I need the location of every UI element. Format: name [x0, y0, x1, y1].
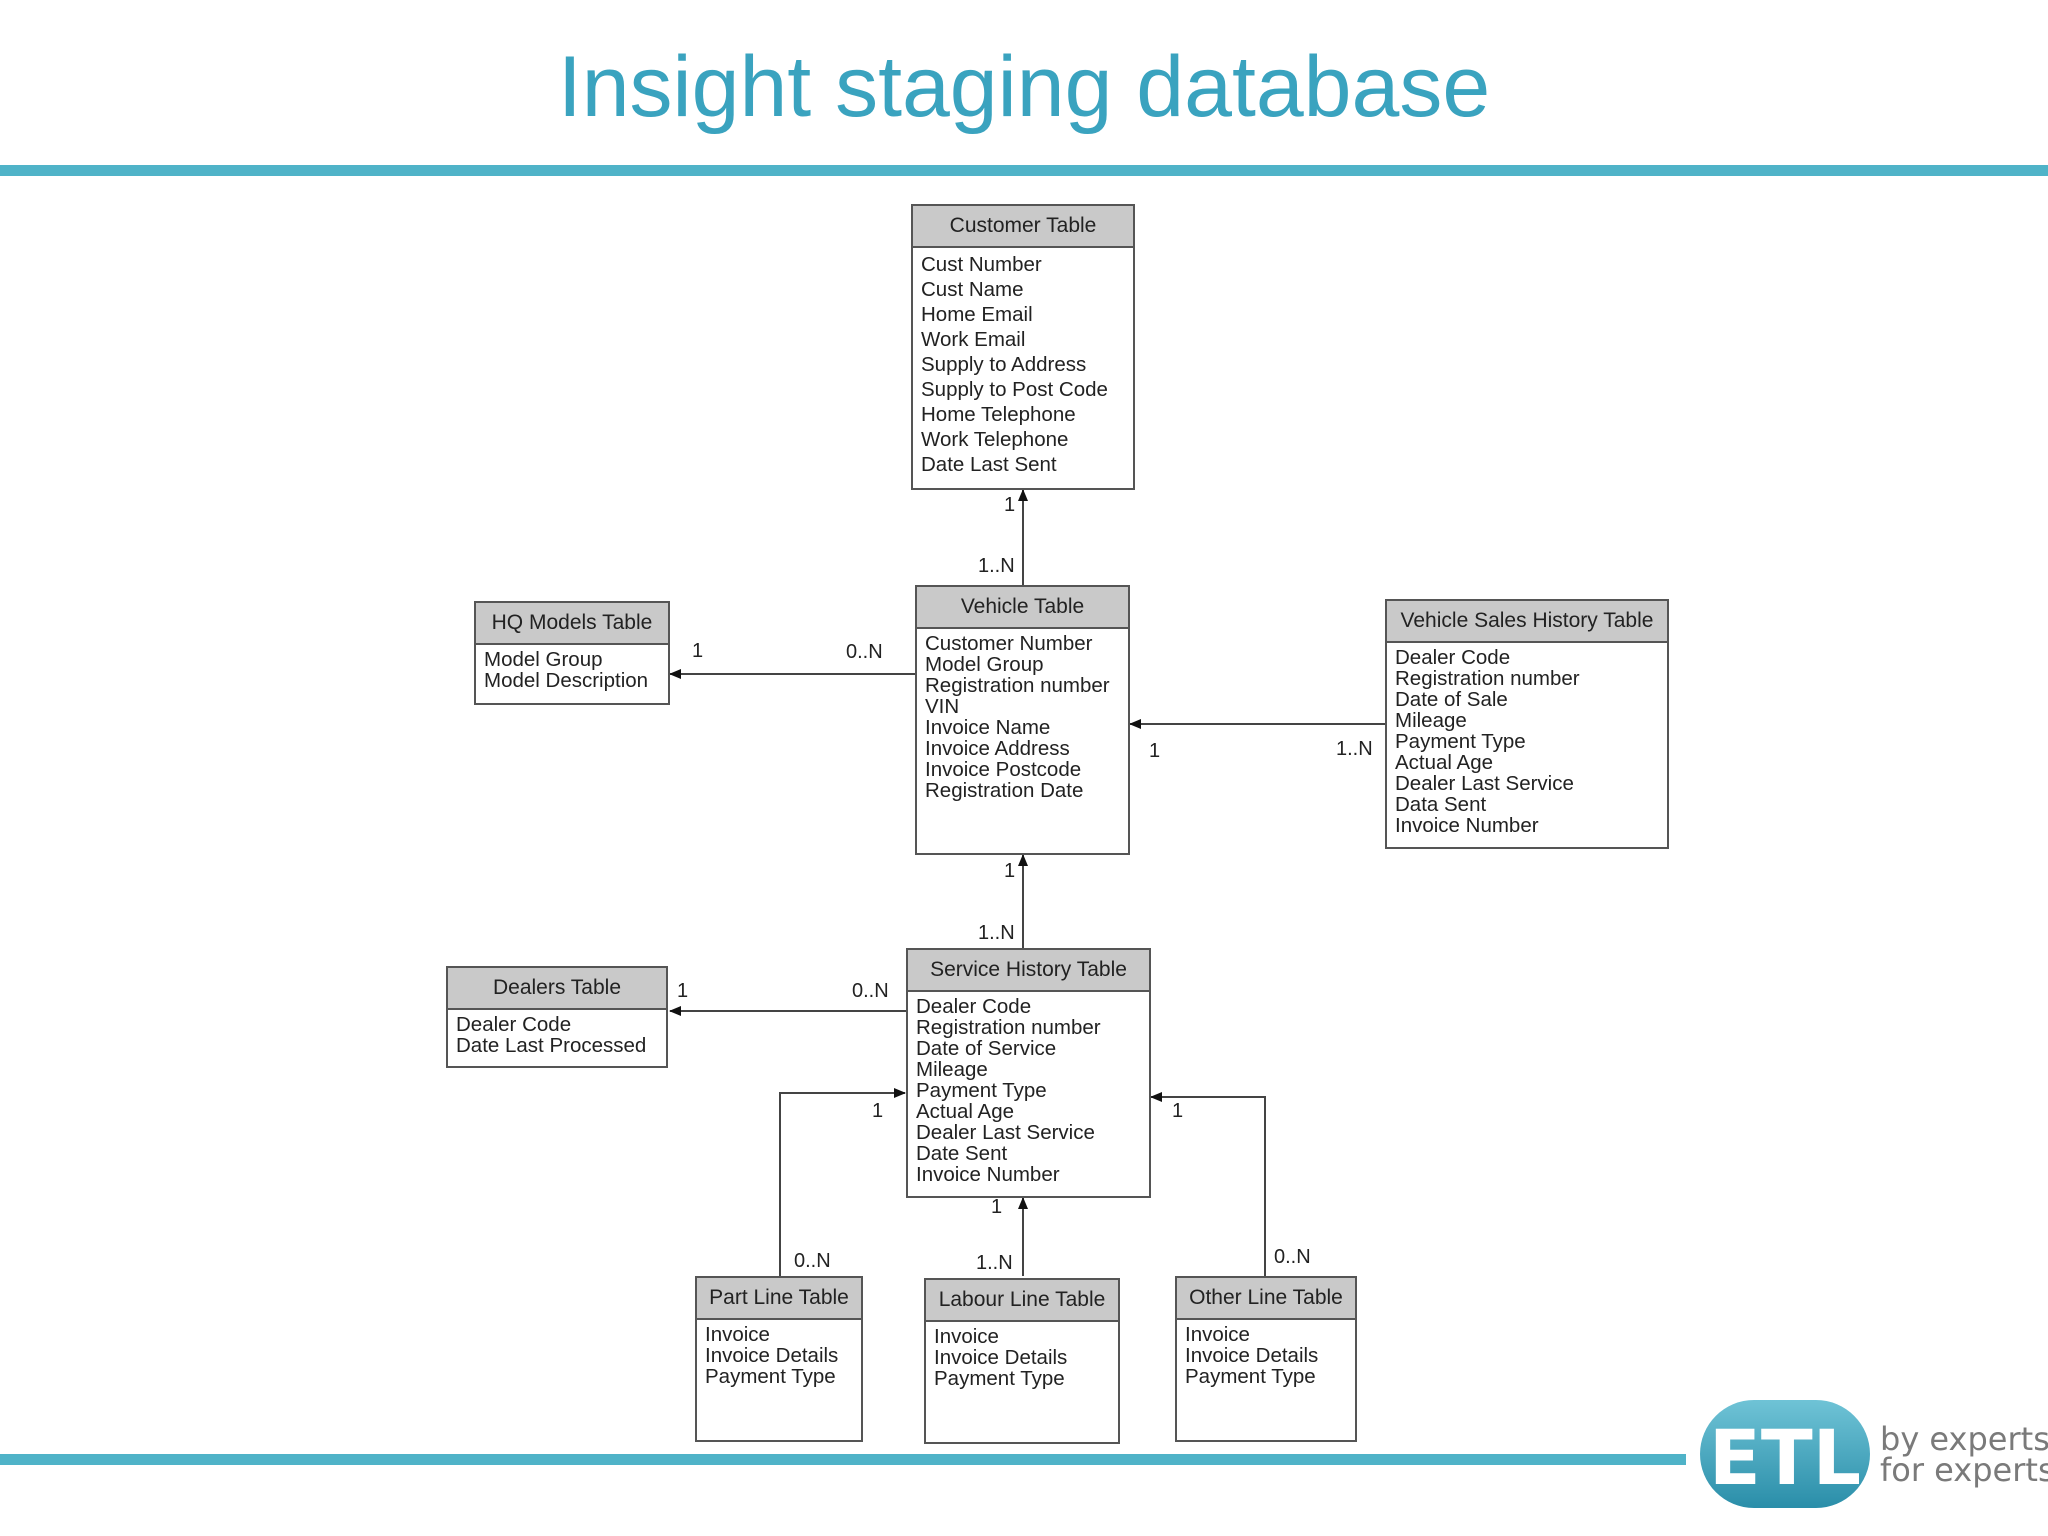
part-line-field: Invoice [705, 1323, 770, 1346]
labour-line-field: Invoice Details [934, 1346, 1068, 1369]
page-title: Insight staging database [557, 39, 1491, 135]
vehicle-field: VIN [925, 695, 960, 718]
vehicle-field: Registration number [925, 674, 1110, 697]
other-line-table: Other Line Table Invoice Invoice Details… [1175, 1276, 1357, 1442]
vehicle-sales-field: Date of Sale [1395, 688, 1508, 711]
connector-part-service [779, 1088, 906, 1276]
hq-models-table: HQ Models Table Model Group Model Descri… [474, 601, 670, 705]
part-line-field: Payment Type [705, 1365, 836, 1388]
service-history-field: Actual Age [916, 1100, 1015, 1123]
vehicle-sales-field: Data Sent [1395, 793, 1487, 816]
service-history-field: Dealer Code [916, 995, 1032, 1018]
vehicle-sales-field: Mileage [1395, 709, 1467, 732]
customer-table-header: Customer Table [913, 206, 1133, 248]
service-history-field: Date Sent [916, 1142, 1008, 1165]
customer-field: Supply to Post Code [921, 378, 1108, 401]
other-line-field: Payment Type [1185, 1365, 1316, 1388]
other-line-table-header: Other Line Table [1177, 1278, 1355, 1320]
labour-line-table: Labour Line Table Invoice Invoice Detail… [924, 1278, 1120, 1444]
cardinality-label: 0..N [1274, 1246, 1311, 1268]
hq-models-field: Model Group [484, 648, 603, 671]
part-line-field: Invoice Details [705, 1344, 839, 1367]
vehicle-sales-field: Dealer Code [1395, 646, 1511, 669]
dealers-table-header: Dealers Table [448, 968, 666, 1010]
vehicle-sales-field: Payment Type [1395, 730, 1526, 753]
cardinality-label: 1 [1004, 860, 1016, 882]
service-history-field: Payment Type [916, 1079, 1047, 1102]
vehicle-sales-field: Registration number [1395, 667, 1580, 690]
customer-field: Work Email [921, 328, 1026, 351]
other-line-field: Invoice Details [1185, 1344, 1319, 1367]
other-line-field: Invoice [1185, 1323, 1250, 1346]
customer-field: Cust Name [921, 278, 1024, 301]
vehicle-field: Customer Number [925, 632, 1093, 655]
cardinality-label: 0..N [852, 980, 889, 1002]
tagline-line1: by experts [1880, 1420, 2048, 1458]
labour-line-field: Payment Type [934, 1367, 1065, 1390]
customer-field: Home Telephone [921, 403, 1076, 426]
service-history-field: Mileage [916, 1058, 988, 1081]
cardinality-label: 0..N [794, 1250, 831, 1272]
customer-table: Customer Table Cust Number Cust Name Hom… [911, 204, 1135, 490]
header-divider [0, 165, 2048, 176]
vehicle-table: Vehicle Table Customer Number Model Grou… [915, 585, 1130, 855]
vehicle-sales-field: Dealer Last Service [1395, 772, 1574, 795]
labour-line-field: Invoice [934, 1325, 999, 1348]
hq-models-field: Model Description [484, 669, 649, 692]
connector-other-service [1150, 1092, 1266, 1276]
cardinality-label: 1 [991, 1196, 1003, 1218]
cardinality-label: 1..N [978, 922, 1015, 944]
footer-divider [0, 1454, 1686, 1465]
hq-models-table-header: HQ Models Table [476, 603, 668, 645]
etl-logo: ETL [1700, 1400, 1870, 1508]
vehicle-sales-history-table-header: Vehicle Sales History Table [1387, 601, 1667, 643]
vehicle-field: Invoice Address [925, 737, 1070, 760]
customer-field: Work Telephone [921, 428, 1069, 451]
vehicle-table-header: Vehicle Table [917, 587, 1128, 629]
service-history-table: Service History Table Dealer Code Regist… [906, 948, 1151, 1198]
part-line-table: Part Line Table Invoice Invoice Details … [695, 1276, 863, 1442]
service-history-field: Dealer Last Service [916, 1121, 1095, 1144]
labour-line-table-header: Labour Line Table [926, 1280, 1118, 1322]
customer-field: Home Email [921, 303, 1033, 326]
vehicle-field: Registration Date [925, 779, 1084, 802]
part-line-table-header: Part Line Table [697, 1278, 861, 1320]
service-history-table-header: Service History Table [908, 950, 1149, 992]
vehicle-sales-history-table: Vehicle Sales History Table Dealer Code … [1385, 599, 1669, 849]
vehicle-field: Invoice Postcode [925, 758, 1082, 781]
cardinality-label: 1..N [978, 555, 1015, 577]
cardinality-label: 1..N [1336, 738, 1373, 760]
cardinality-label: 1 [1004, 494, 1016, 516]
service-history-field: Invoice Number [916, 1163, 1060, 1186]
cardinality-label: 1 [692, 640, 704, 662]
vehicle-sales-field: Actual Age [1395, 751, 1494, 774]
vehicle-field: Invoice Name [925, 716, 1051, 739]
cardinality-label: 1 [872, 1100, 884, 1122]
vehicle-field: Model Group [925, 653, 1044, 676]
cardinality-label: 1 [1149, 740, 1161, 762]
customer-field: Supply to Address [921, 353, 1087, 376]
customer-field: Cust Number [921, 253, 1042, 276]
service-history-field: Registration number [916, 1016, 1101, 1039]
tagline-line2: for experts [1880, 1451, 2048, 1489]
customer-field: Date Last Sent [921, 453, 1057, 476]
dealers-table: Dealers Table Dealer Code Date Last Proc… [446, 966, 668, 1068]
cardinality-label: 1 [677, 980, 689, 1002]
service-history-field: Date of Service [916, 1037, 1057, 1060]
cardinality-label: 0..N [846, 641, 883, 663]
logo-text: ETL [1709, 1413, 1861, 1502]
dealers-field: Dealer Code [456, 1013, 572, 1036]
vehicle-sales-field: Invoice Number [1395, 814, 1539, 837]
dealers-field: Date Last Processed [456, 1034, 647, 1057]
cardinality-label: 1..N [976, 1252, 1013, 1274]
cardinality-label: 1 [1172, 1100, 1184, 1122]
